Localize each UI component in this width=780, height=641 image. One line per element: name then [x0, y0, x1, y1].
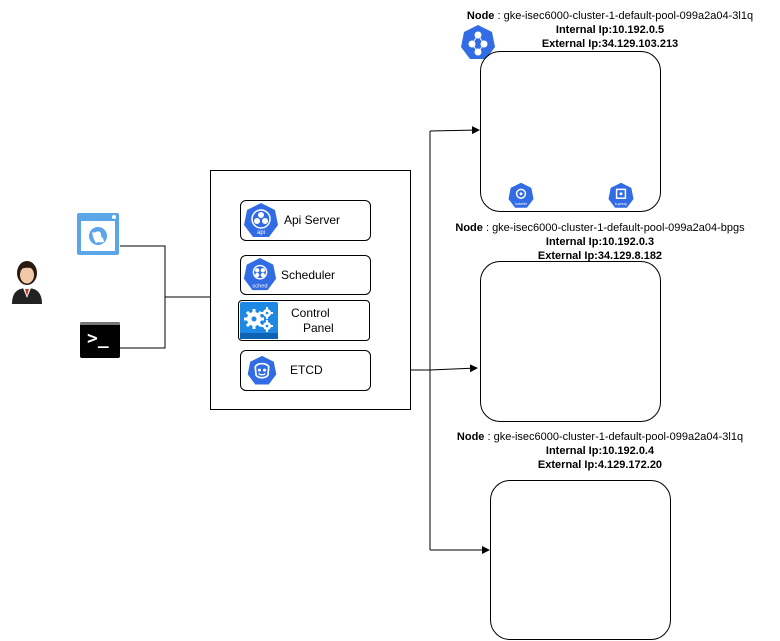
control-panel-label-line2: Panel [303, 321, 334, 335]
arrow-node-2 [429, 364, 478, 373]
etcd-component[interactable]: ETCD [240, 350, 371, 391]
scheduler-label: Scheduler [281, 268, 336, 282]
node-3-name: gke-isec6000-cluster-1-default-pool-099a… [493, 431, 744, 443]
terminal-connector [120, 297, 166, 349]
api-server-label: Api Server [284, 213, 341, 227]
node-2-internal-ip: Internal Ip:10.192.0.3 [545, 236, 655, 248]
node-2-name: gke-isec6000-cluster-1-default-pool-099a… [492, 222, 745, 234]
node-3-internal-ip: Internal Ip:10.192.0.4 [545, 445, 655, 457]
node-3-title: Node : gke-isec6000-cluster-1-default-po… [456, 431, 744, 443]
browser-connector [120, 245, 211, 298]
node-3-card[interactable] [490, 480, 671, 640]
node-3-info: Node : gke-isec6000-cluster-1-default-po… [430, 430, 770, 472]
kubelet-pod-icon: kubelet [507, 182, 535, 215]
terminal-prompt: >_ [87, 328, 109, 349]
node-1-name: gke-isec6000-cluster-1-default-pool-099a… [503, 10, 754, 22]
scheduler-component[interactable]: sched Scheduler [240, 255, 371, 295]
gears-icon [240, 302, 278, 344]
k8s-node-icon [458, 24, 498, 67]
node-2-info: Node : gke-isec6000-cluster-1-default-po… [430, 221, 770, 263]
kproxy-text: k-proxy [615, 202, 627, 206]
kube-proxy-pod-icon: k-proxy [607, 182, 635, 215]
node-1-external-ip: External Ip:34.129.103.213 [541, 38, 679, 50]
user-avatar-icon [8, 258, 46, 304]
api-server-component[interactable]: api Api Server [240, 200, 371, 241]
k8s-sched-icon: sched [242, 257, 278, 298]
node-3-external-ip: External Ip:4.129.172.20 [537, 459, 663, 471]
web-browser-icon[interactable] [76, 212, 120, 256]
terminal-title-bar [80, 322, 120, 325]
etcd-label: ETCD [290, 363, 323, 377]
sched-icon-text: sched [252, 283, 267, 289]
node-2-external-ip: External Ip:34.129.8.182 [537, 250, 663, 262]
node-1-internal-ip: Internal Ip:10.192.0.5 [555, 24, 665, 36]
node-1-card[interactable]: kubelet k-proxy [480, 51, 661, 212]
node-2-title: Node : gke-isec6000-cluster-1-default-po… [455, 222, 745, 234]
k8s-api-icon: api [242, 202, 280, 245]
kubelet-text: kubelet [515, 202, 527, 206]
terminal-icon[interactable]: >_ [80, 322, 120, 358]
node-2-card[interactable] [480, 261, 661, 422]
arrow-node-1 [429, 126, 480, 135]
node-1-title: Node : gke-isec6000-cluster-1-default-po… [466, 10, 754, 22]
control-panel-label-line1: Control [291, 306, 330, 320]
api-icon-text: api [257, 230, 265, 236]
k8s-etcd-icon [246, 355, 278, 392]
node-1-info: Node : gke-isec6000-cluster-1-default-po… [440, 9, 780, 51]
control-panel-component[interactable]: Control Panel [238, 300, 370, 341]
